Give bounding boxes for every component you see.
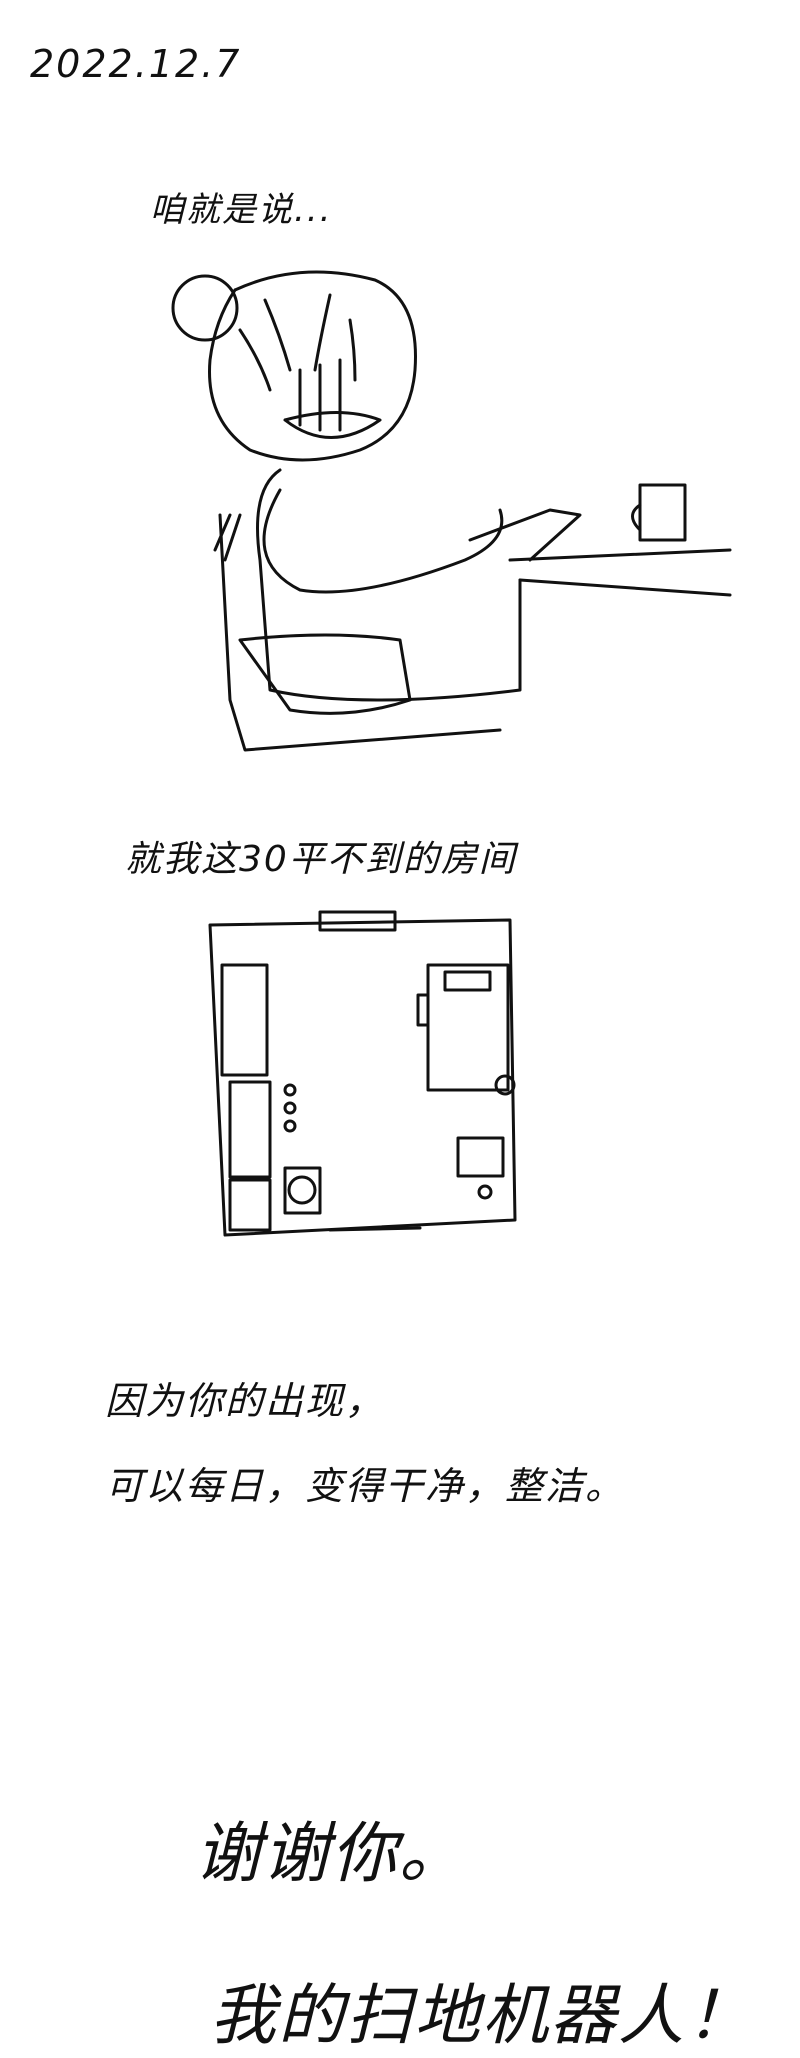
caption-2: 就我这30平不到的房间 [125, 839, 517, 880]
story-line-1: 因为你的出现， [105, 1379, 386, 1423]
story-line-2: 可以每日，变得干净，整洁。 [105, 1464, 626, 1508]
room-floor-plan-illustration [208, 910, 517, 1237]
closing-text: 我的扫地机器人！ [210, 1977, 754, 2054]
date-label: 2022.12.7 [30, 42, 242, 86]
thank-you-text: 谢谢你。 [195, 1815, 467, 1892]
caption-1: 咱就是说... [150, 190, 333, 230]
woman-at-desk-illustration [171, 270, 732, 752]
